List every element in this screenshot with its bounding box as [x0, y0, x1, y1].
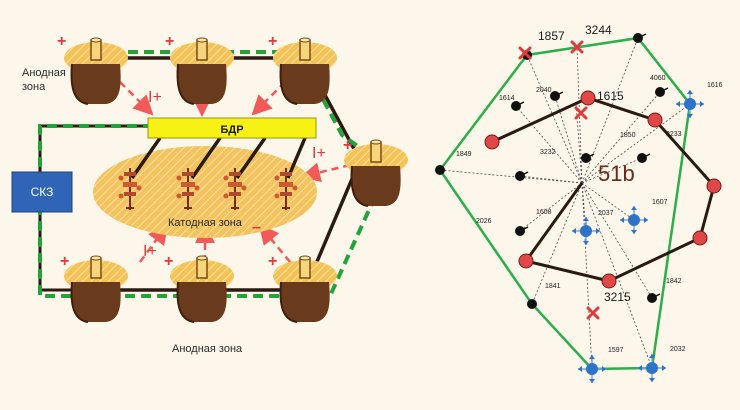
well-pad-map: 51b 1857 3244 1615 3215 1614 2040 4060 1…	[435, 23, 723, 384]
small-well-numbers: 1614 2040 4060 1616 1849 3232 1850 3233 …	[456, 75, 723, 354]
anode-pit-icon	[272, 37, 338, 105]
svg-text:1616: 1616	[707, 82, 723, 89]
pad-label: 51b	[598, 161, 635, 186]
anode-pit-icon	[63, 37, 129, 105]
injection-well-icon	[675, 89, 705, 119]
injection-well-icon	[619, 205, 649, 235]
svg-text:1850: 1850	[620, 132, 636, 139]
plus-sign: +	[343, 137, 352, 154]
abandoned-well-icon	[586, 306, 600, 320]
anode-zone-bottom-label: Анодная зона	[172, 343, 243, 355]
bold-well-numbers: 1857 3244 1615 3215	[538, 23, 631, 304]
svg-text:3233: 3233	[666, 131, 682, 138]
cathode-zone-label: Катодная зона	[168, 217, 243, 229]
producer-well-icon	[647, 112, 663, 128]
svg-text:2037: 2037	[598, 210, 614, 217]
svg-text:1608: 1608	[536, 209, 552, 216]
producer-well-icon	[580, 90, 596, 106]
producer-well-icon	[484, 134, 500, 150]
current-labels: I+ I+ I+	[143, 89, 326, 260]
skz-block: СКЗ	[11, 171, 73, 213]
svg-text:3232: 3232	[540, 149, 556, 156]
svg-text:4060: 4060	[650, 75, 666, 82]
skz-label: СКЗ	[31, 185, 54, 199]
svg-text:1849: 1849	[456, 151, 472, 158]
abandoned-well-icon	[574, 106, 588, 120]
current-label: I+	[143, 243, 157, 260]
bdr-connections	[130, 136, 307, 180]
svg-text:2040: 2040	[536, 87, 552, 94]
svg-text:1614: 1614	[499, 95, 515, 102]
anode-pit-icon	[343, 139, 409, 207]
plus-sign: +	[268, 33, 277, 50]
current-label: I+	[312, 145, 326, 162]
producer-well-icon	[518, 253, 534, 269]
plus-sign: +	[164, 253, 173, 270]
svg-text:1597: 1597	[608, 347, 624, 354]
license-boundary	[438, 36, 692, 371]
svg-text:3244: 3244	[585, 23, 612, 37]
svg-text:3215: 3215	[604, 290, 631, 304]
svg-text:1615: 1615	[597, 89, 624, 103]
anode-pit-icon	[169, 37, 235, 105]
cathode-zone	[93, 146, 317, 238]
observation-wells	[435, 33, 669, 309]
current-label: I+	[148, 89, 162, 106]
plus-sign: +	[60, 253, 69, 270]
plus-sign: +	[57, 33, 66, 50]
ray-lines	[439, 37, 691, 370]
anode-zone-top-line1: Анодная	[22, 67, 66, 79]
producer-well-icon	[601, 273, 617, 289]
injection-wells	[571, 89, 705, 384]
abandoned-well-icon	[518, 46, 532, 60]
anode-pit-icon	[169, 255, 235, 323]
plus-sign: +	[268, 253, 277, 270]
producing-wells	[484, 90, 722, 289]
svg-text:1841: 1841	[545, 283, 561, 290]
svg-text:1842: 1842	[666, 278, 682, 285]
anode-pit-icon	[272, 255, 338, 323]
anode-pit-icon	[63, 255, 129, 323]
plus-sign: +	[165, 33, 174, 50]
abandoned-wells	[518, 40, 600, 320]
svg-text:1607: 1607	[652, 199, 668, 206]
injection-well-icon	[571, 216, 601, 246]
bdr-block: БДР	[147, 117, 317, 139]
polarity-signs: + + + + + + + –	[57, 33, 352, 270]
producer-well-icon	[692, 230, 708, 246]
minus-sign: –	[252, 219, 261, 236]
svg-text:1857: 1857	[538, 29, 565, 43]
svg-text:2032: 2032	[670, 346, 686, 353]
producer-well-icon	[706, 178, 722, 194]
anode-zone-top-line2: зона	[22, 81, 46, 93]
svg-text:2026: 2026	[476, 218, 492, 225]
injection-well-icon	[637, 353, 667, 383]
bdr-label: БДР	[220, 124, 243, 136]
abandoned-well-icon	[570, 40, 584, 54]
